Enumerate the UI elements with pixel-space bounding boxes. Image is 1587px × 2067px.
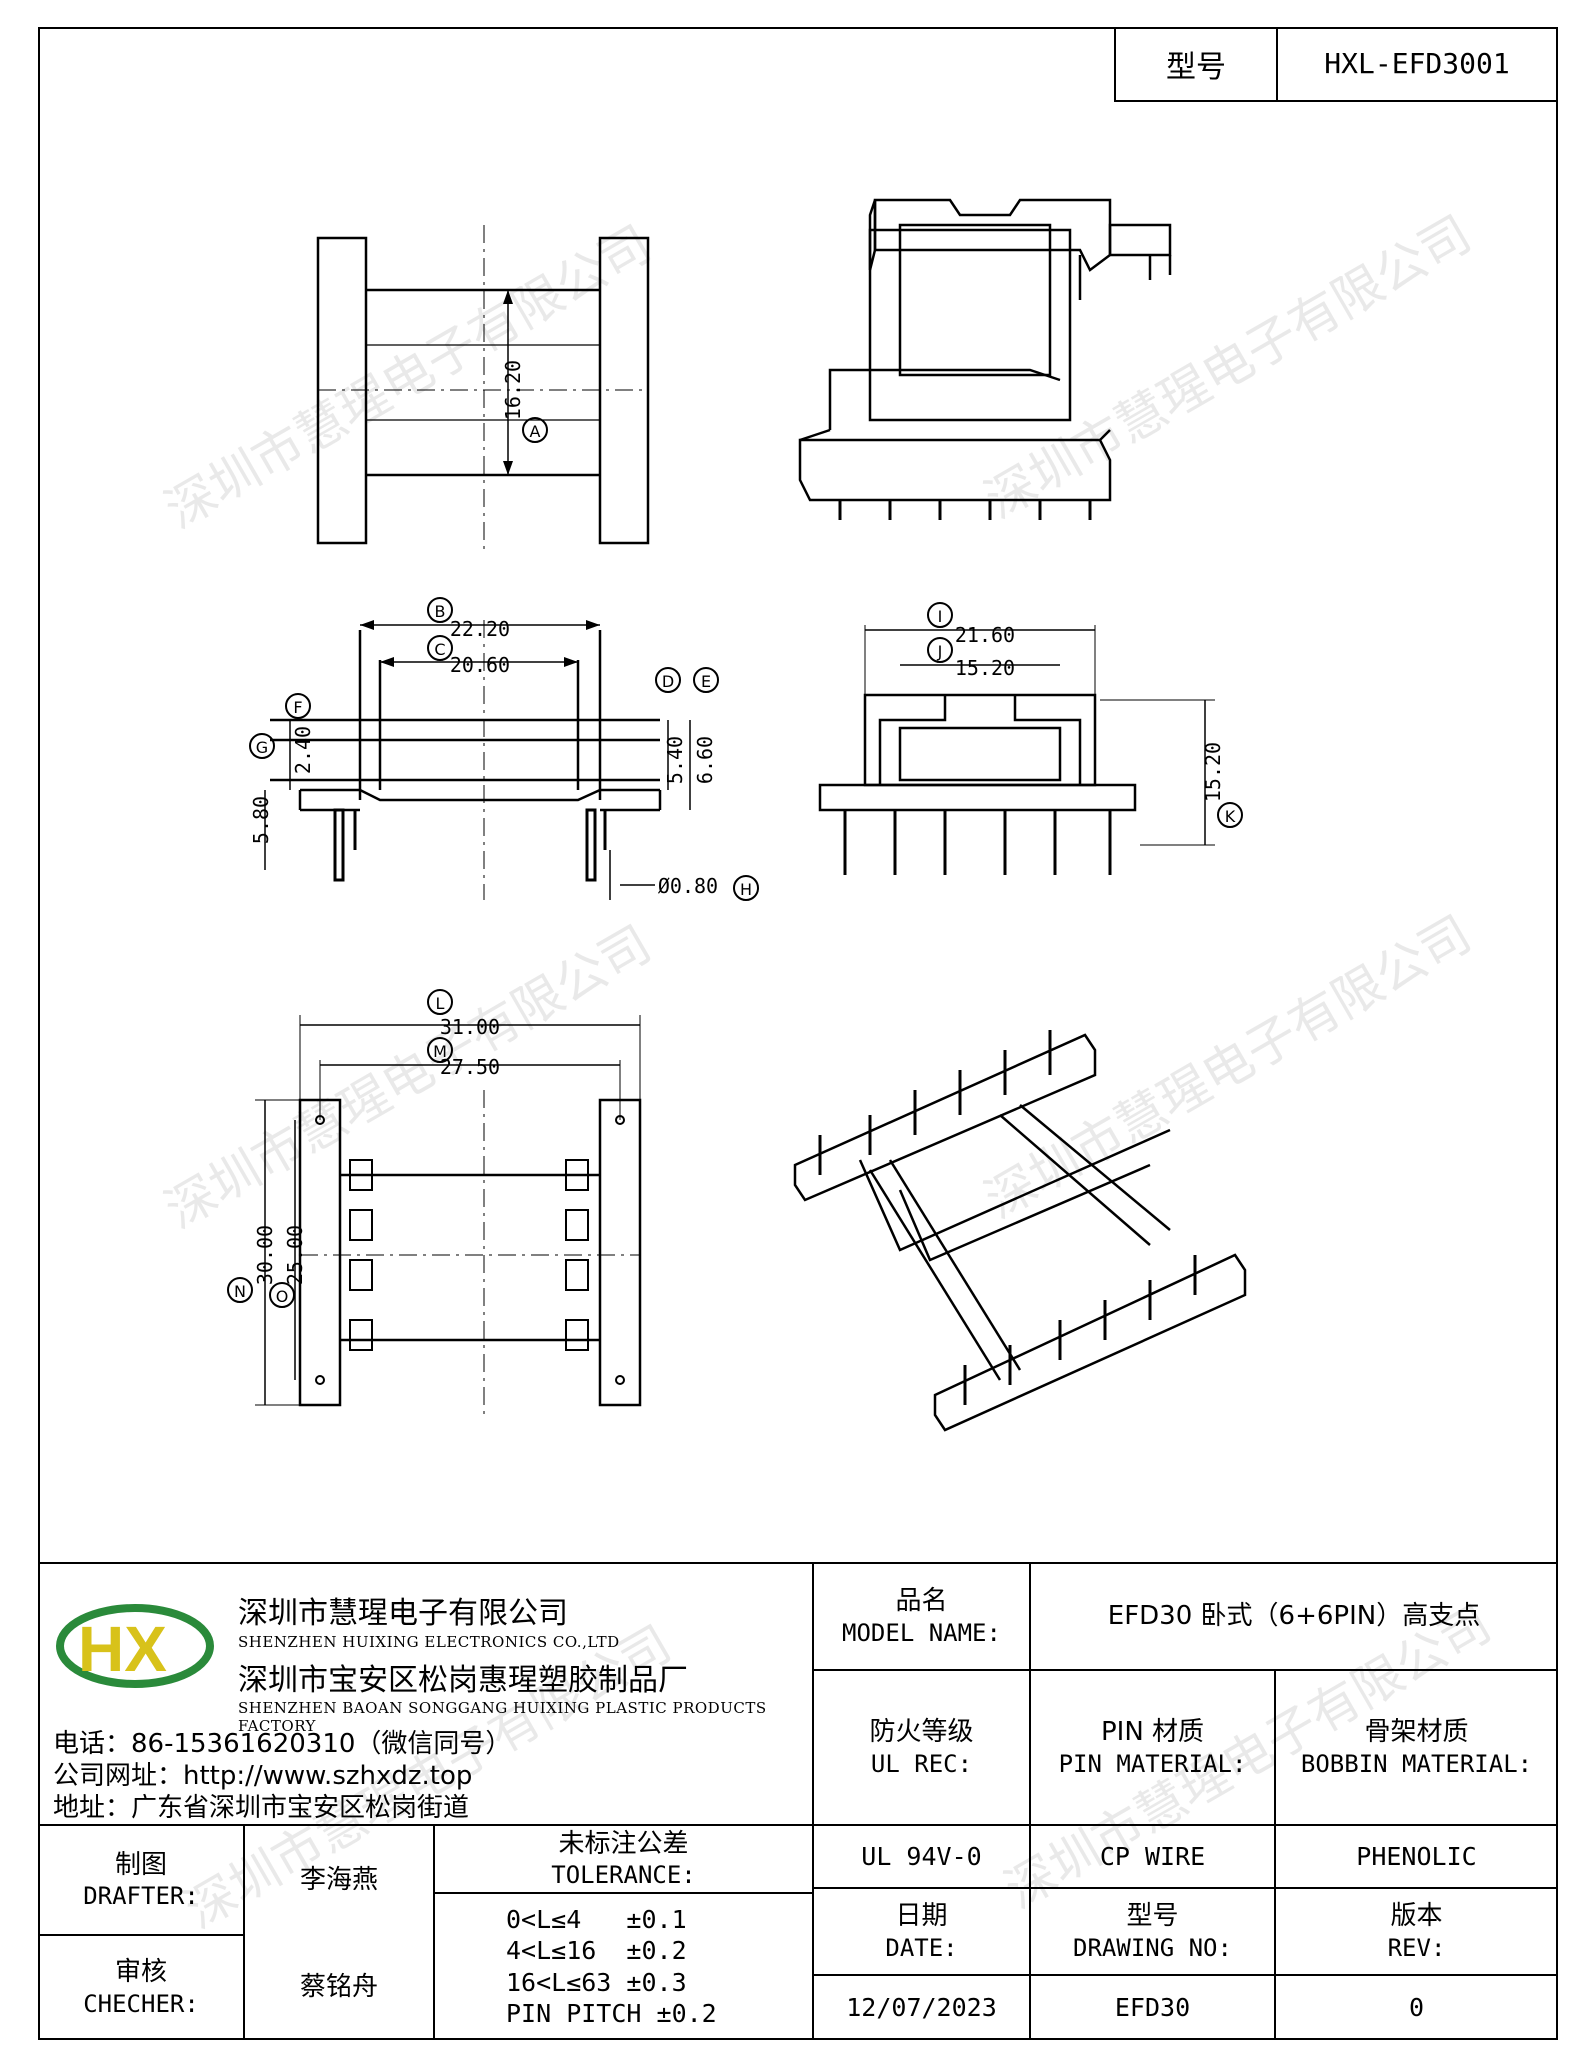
- rev-value: 0: [1408, 1992, 1425, 2022]
- dim-E-value: 6.60: [693, 736, 717, 784]
- company-website: 公司网址：http://www.szhxdz.top: [53, 1761, 473, 1791]
- company-address: 地址：广东省深圳市宝安区松岗街道: [53, 1793, 470, 1823]
- date-value: 12/07/2023: [846, 1992, 997, 2022]
- dim-H-value: Ø0.80: [658, 874, 718, 898]
- callout-H: H: [740, 880, 752, 899]
- iso-view-1: [798, 198, 1172, 520]
- drawing-no-value: EFD30: [1114, 1992, 1191, 2022]
- company-info-block: HX 深圳市慧瑆电子有限公司 SHENZHEN HUIXING ELECTRON…: [40, 1563, 810, 1825]
- dim-D-value: 5.40: [663, 736, 687, 784]
- model-name-value: EFD30 卧式（6+6PIN）高支点: [1107, 1601, 1481, 1632]
- dim-C-value: 20.60: [450, 653, 510, 677]
- callout-D: D: [662, 672, 674, 691]
- dim-K-value: 15.20: [1201, 742, 1225, 802]
- company-logo: HX: [56, 1604, 214, 1688]
- callout-O: O: [276, 1287, 289, 1306]
- tolerance-row: 4<L≤16 ±0.2: [506, 1936, 687, 1966]
- dim-G-value: 5.80: [249, 796, 273, 844]
- tolerance-row: PIN PITCH ±0.2: [506, 1998, 717, 2028]
- tolerance-table: 0<L≤4 ±0.1 4<L≤16 ±0.2 16<L≤63 ±0.3 PIN …: [434, 1893, 813, 2040]
- drafter-value: 李海燕: [299, 1864, 378, 1895]
- dim-F-value: 2.40: [291, 726, 315, 774]
- header-model-box: 型号 HXL-EFD3001: [1114, 27, 1558, 102]
- dim-O-value: 25.00: [283, 1225, 307, 1285]
- company-phone: 电话：86-15361620310（微信同号）: [53, 1729, 512, 1759]
- callout-K: K: [1225, 807, 1236, 826]
- dim-N-value: 30.00: [253, 1225, 277, 1285]
- callout-L: L: [436, 994, 445, 1013]
- callout-M: M: [433, 1042, 447, 1061]
- dim-M-value: 27.50: [440, 1055, 500, 1079]
- dim-A-value: 16.20: [501, 360, 525, 420]
- callout-E: E: [701, 672, 711, 691]
- dim-L-value: 31.00: [440, 1015, 500, 1039]
- pin-material-value: CP WIRE: [1099, 1841, 1206, 1871]
- company-name-cn: 深圳市慧瑆电子有限公司: [238, 1596, 568, 1631]
- callout-F: F: [293, 698, 302, 717]
- title-block-grid: [38, 1562, 1558, 2040]
- factory-name-en: SHENZHEN BAOAN SONGGANG HUIXING PLASTIC …: [238, 1699, 767, 1735]
- side-view: 22.20 B 20.60 C 5.40 6.60 D E 2.40 5.80 …: [249, 597, 759, 901]
- checker-value: 蔡铭舟: [299, 1972, 378, 2003]
- callout-N: N: [234, 1282, 246, 1301]
- drawing-sheet-border: [38, 27, 1558, 2040]
- tolerance-row: 0<L≤4 ±0.1: [506, 1905, 687, 1934]
- dim-B-value: 22.20: [450, 617, 510, 641]
- company-name-en: SHENZHEN HUIXING ELECTRONICS CO.,LTD: [238, 1633, 620, 1651]
- callout-A: A: [530, 422, 541, 441]
- header-model-value: HXL-EFD3001: [1324, 47, 1510, 80]
- ul-rec-value: UL 94V-0: [861, 1841, 982, 1871]
- callout-G: G: [256, 738, 268, 757]
- header-model-label: 型号: [1116, 27, 1278, 100]
- bobbin-material-value: PHENOLIC: [1356, 1841, 1477, 1871]
- end-view: 21.60 I 15.20 J 15.20 K: [818, 602, 1243, 875]
- callout-J: J: [937, 642, 943, 661]
- iso-view-2: [793, 1030, 1247, 1432]
- callout-B: B: [435, 602, 446, 621]
- callout-I: I: [938, 607, 943, 626]
- factory-name-cn: 深圳市宝安区松岗惠瑆塑胶制品厂: [238, 1663, 688, 1698]
- dim-J-value: 15.20: [955, 656, 1015, 680]
- logo-text: HX: [78, 1613, 167, 1685]
- top-view: 16.20 A: [316, 225, 650, 555]
- dim-I-value: 21.60: [955, 623, 1015, 647]
- callout-C: C: [434, 640, 445, 659]
- tolerance-row: 16<L≤63 ±0.3: [506, 1967, 687, 1997]
- bottom-view: 31.00 L 27.50 M 30.00 25.00 N O: [227, 989, 642, 1420]
